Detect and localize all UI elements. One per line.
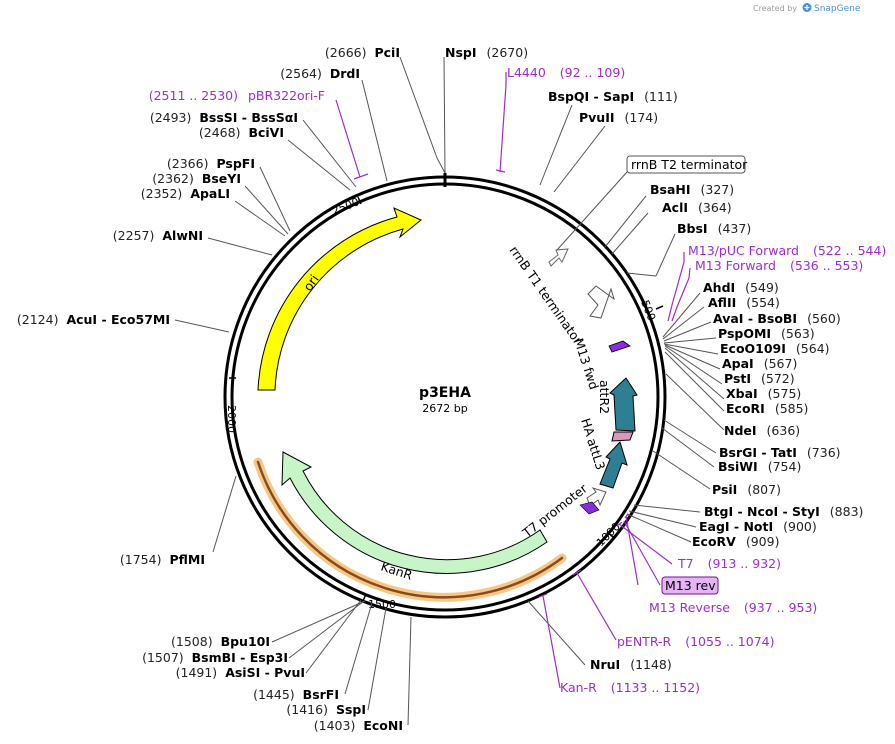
- rrnbt2-label: rrnB T2 terminator: [631, 157, 748, 172]
- site-bsrgi: BsrGI - TatI(736): [719, 445, 841, 460]
- ha-label: HA: [578, 416, 598, 438]
- site-psti: PstI(572): [724, 371, 795, 386]
- site-aflii: AflII(554): [708, 295, 780, 310]
- site-bcivi: (2468)BciVI: [199, 125, 284, 140]
- site-pvuii: PvuII(174): [579, 110, 658, 125]
- rrnbt2-box: rrnB T2 terminator: [556, 155, 748, 251]
- kanr-feature: [281, 451, 548, 575]
- site-pcii: (2666)PciI: [325, 45, 400, 60]
- site-avai: AvaI - BsoBI(560): [713, 311, 841, 326]
- site-bsahi: BsaHI(327): [650, 182, 734, 197]
- plasmid-length: 2672 bp: [422, 402, 467, 415]
- kanr-selection-line: [256, 460, 564, 599]
- tick-500-mark: [655, 305, 664, 310]
- attl3-feature: [599, 441, 628, 489]
- primer-l4440: L4440(92 .. 109): [507, 65, 625, 80]
- site-eco0109i: EcoO109I(564): [720, 341, 830, 356]
- primer-m13r: M13 Reverse(937 .. 953): [649, 600, 817, 615]
- tick-1500-label: 1500: [368, 598, 396, 611]
- site-bpu10i: (1508)Bpu10I: [171, 634, 270, 649]
- primer-pentr: pENTR-R(1055 .. 1074): [617, 634, 774, 649]
- site-apali: (2352)ApaLI: [141, 186, 230, 201]
- site-btgi: BtgI - NcoI - StyI(883): [704, 504, 863, 519]
- m13rev-label: M13 rev: [665, 578, 716, 593]
- tick-500-label: 500: [638, 298, 658, 322]
- primer-kanr: Kan-R(1133 .. 1152): [560, 680, 700, 695]
- ori-feature: [257, 207, 422, 391]
- attl3-label: attL3: [584, 436, 608, 471]
- site-psii: PsiI(807): [712, 482, 781, 497]
- ha-feature: [611, 431, 634, 442]
- attr2-label: attR2: [597, 380, 612, 414]
- site-bspqi: BspQI - SapI(111): [548, 89, 678, 104]
- site-nrui: NruI(1148): [590, 657, 672, 672]
- tick-2500-mark: [357, 196, 362, 205]
- site-ndei: NdeI(636): [724, 423, 800, 438]
- site-bsssi: (2493)BssSI - BssSαI: [150, 110, 298, 125]
- primer-t7: T7(913 .. 932): [677, 556, 781, 571]
- site-acli: AclI(364): [662, 200, 732, 215]
- site-econi: (1403)EcoNI: [314, 718, 403, 733]
- site-xbai: XbaI(575): [726, 386, 801, 401]
- primer-labels: L4440(92 .. 109) (2511 .. 2530)pBR322ori…: [149, 65, 887, 695]
- credit-prefix: Created by: [753, 4, 797, 13]
- rrnbt2-feature: [548, 248, 569, 267]
- site-bsmbi: (1507)BsmBI - Esp3I: [142, 650, 288, 665]
- credit: Created by SnapGene: [753, 3, 861, 14]
- site-asisi: (1491)AsiSI - PvuI: [176, 665, 305, 680]
- site-labels: (2666)PciI NspI(2670) (2564)DrdI BspQI -…: [17, 45, 864, 733]
- site-pspomi: PspOMI(563): [718, 326, 815, 341]
- tick-1000-mark: [606, 531, 614, 538]
- site-nspi: NspI(2670): [445, 45, 528, 60]
- primer-m13puc: M13/pUC Forward(522 .. 544): [688, 243, 886, 258]
- plasmid-name: p3EHA: [419, 385, 471, 401]
- t7-primer-marker: [579, 501, 600, 515]
- tick-2000-label: 2000: [225, 405, 238, 433]
- rrnbt2-box-frame: [626, 155, 746, 174]
- attr2-feature: [609, 377, 638, 432]
- site-bbsi: BbsI(437): [677, 221, 751, 236]
- tick-2500-label: 2500: [330, 195, 361, 218]
- tick-1500-mark: [362, 593, 367, 602]
- rrnbt1-feature: [587, 285, 615, 319]
- site-acui: (2124)AcuI - Eco57MI: [17, 312, 170, 327]
- site-ecori: EcoRI(585): [726, 401, 808, 416]
- m13fwd-feature: [608, 340, 631, 353]
- site-apai: ApaI(567): [722, 356, 797, 371]
- credit-brand: SnapGene: [814, 4, 861, 14]
- site-leader-lines: [174, 56, 725, 726]
- site-pflmi: (1754)PflMI: [120, 552, 205, 567]
- site-eagi: EagI - NotI(900): [699, 519, 817, 534]
- rrnbt1-label: rrnB T1 terminator: [507, 243, 586, 348]
- site-ecorv: EcoRV(909): [692, 534, 779, 549]
- site-bsrfi: (1445)BsrFI: [253, 687, 339, 702]
- m13rev-box: M13 rev: [623, 520, 719, 595]
- primer-leader-lines: [335, 72, 691, 689]
- m13rev-box-frame: [661, 576, 719, 595]
- site-sspi: (1416)SspI: [286, 702, 366, 717]
- site-bsiwi: BsiWI(754): [718, 459, 801, 474]
- site-ahdi: AhdI(549): [703, 280, 779, 295]
- primer-pbr322: (2511 .. 2530)pBR322ori-F: [149, 88, 325, 103]
- site-bseyi: (2362)BseYI: [152, 171, 241, 186]
- site-pspfi: (2366)PspFI: [167, 156, 255, 171]
- site-drdi: (2564)DrdI: [280, 66, 360, 81]
- site-alwni: (2257)AlwNI: [113, 228, 203, 243]
- t7promoter-label: T7 promoter: [519, 480, 591, 541]
- primer-m13f: M13 Forward(536 .. 553): [695, 258, 863, 273]
- snapgene-logo-icon: [802, 3, 812, 12]
